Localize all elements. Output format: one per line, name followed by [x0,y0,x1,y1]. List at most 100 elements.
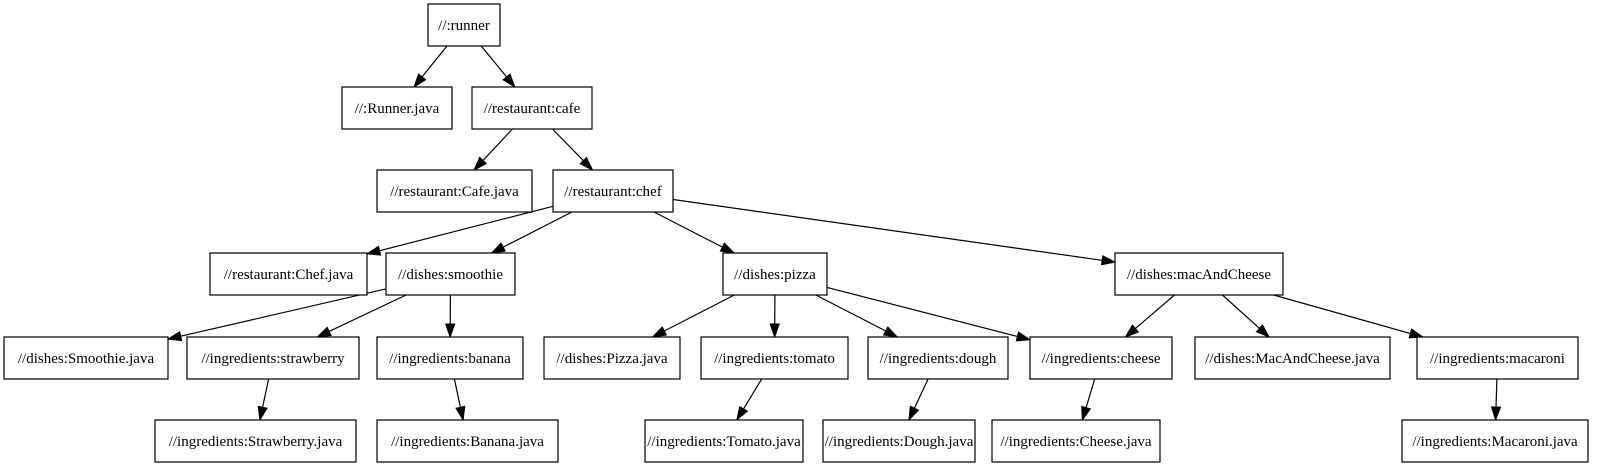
node-box [822,419,976,463]
edge-line [672,198,1103,261]
graph-edge-strawberry-to-strawberry-java [257,378,270,422]
graph-edge-runner-to-runner-java [413,45,448,89]
node-box [186,336,360,380]
graph-node-chef-java: //restaurant:Chef.java [209,252,368,296]
graph-edge-runner-to-cafe [480,45,516,89]
arrowhead-icon [908,405,920,422]
graph-node-runner-java: //:Runner.java [341,86,453,130]
graph-edge-banana-to-banana-java [453,378,466,422]
graph-node-macaroni: //ingredients:macaroni [1416,336,1579,380]
edge-line [1273,294,1411,335]
graph-node-cheese: //ingredients:cheese [1029,336,1173,380]
node-label: //dishes:macAndCheese [1127,267,1271,283]
node-label: //dishes:smoothie [398,267,503,283]
edge-line [482,128,513,161]
arrowhead-icon [365,245,382,256]
graph-node-tomato: //ingredients:tomato [700,336,849,380]
edge-line [826,286,1018,338]
node-label: //ingredients:tomato [714,351,835,367]
graph-node-strawberry: //ingredients:strawberry [186,336,360,380]
edge-line [815,294,886,332]
graph-edge-pizza-to-cheese [826,286,1032,342]
arrowhead-icon [736,405,749,422]
arrowhead-icon [1255,324,1271,339]
node-label: //ingredients:Dough.java [825,434,974,450]
node-box [1114,252,1284,296]
graph-edge-pizza-to-tomato [769,294,780,339]
node-box [644,419,804,463]
node-label: //ingredients:macaroni [1430,351,1565,367]
node-box [867,336,1009,380]
graph-edge-chef-to-pizza [653,211,736,254]
arrowhead-icon [651,326,668,338]
graph-edge-pizza-to-pizza-java [651,294,735,338]
graph-edge-cafe-to-chef [552,128,594,172]
node-box [1029,336,1173,380]
edge-line [453,378,461,408]
graph-node-pizza: //dishes:pizza [722,252,828,296]
graph-node-tomato-java: //ingredients:Tomato.java [644,419,804,463]
arrowhead-icon [769,323,780,339]
node-label: //dishes:pizza [734,267,816,283]
graph-node-dough: //ingredients:dough [867,336,1009,380]
arrowhead-icon [455,405,466,422]
graph-edge-smoothie-to-strawberry [316,294,407,338]
arrowhead-icon [316,326,332,338]
node-label: //ingredients:Macaroni.java [1412,434,1578,450]
node-box [209,252,368,296]
graph-edge-chef-to-smoothie [490,211,573,254]
edge-line [913,378,929,409]
node-label: //ingredients:Cheese.java [1000,434,1152,450]
graph-node-cafe: //restaurant:cafe [471,86,593,130]
graph-edge-mac-and-cheese-to-mac-and-cheese-java [1221,294,1271,339]
edge-line [1085,378,1096,408]
arrowhead-icon [257,405,268,422]
graph-node-runner: //:runner [427,3,501,47]
graph-edge-smoothie-to-banana [445,294,456,339]
graph-node-banana: //ingredients:banana [376,336,524,380]
graph-node-pizza-java: //dishes:Pizza.java [543,336,681,380]
node-label: //ingredients:Banana.java [391,434,544,450]
graph-edge-macaroni-to-macaroni-java [1490,378,1502,422]
arrowhead-icon [1015,331,1032,342]
edge-line [742,378,763,410]
graph-node-cheese-java: //ingredients:Cheese.java [991,419,1161,463]
edge-line [328,294,407,332]
node-label: //restaurant:Cafe.java [390,184,519,200]
arrowhead-icon [719,242,736,254]
node-box [991,419,1161,463]
graph-edge-chef-to-mac-and-cheese [672,198,1117,266]
graph-edge-mac-and-cheese-to-macaroni [1273,294,1425,339]
node-label: //:runner [438,18,490,34]
graph-edge-smoothie-to-smoothie-java [166,288,387,342]
edge-line [1221,294,1260,329]
node-label: //ingredients:Strawberry.java [169,434,343,450]
graph-edge-tomato-to-tomato-java [736,378,763,422]
arrowhead-icon [1490,406,1502,422]
graph-edge-mac-and-cheese-to-cheese [1124,294,1175,338]
node-label: //:Runner.java [355,101,440,117]
node-box [1416,336,1579,380]
edge-line [664,294,735,332]
graph-edge-chef-to-chef-java [365,205,554,256]
arrowhead-icon [445,323,456,339]
node-box [471,86,593,130]
edge-line [262,378,270,408]
node-box [552,169,674,213]
graph-node-chef: //restaurant:chef [552,169,674,213]
node-box [427,3,501,47]
node-box [154,419,357,463]
arrowhead-icon [502,73,516,89]
node-label: //dishes:Smoothie.java [18,351,155,367]
graph-edge-dough-to-dough-java [908,378,929,422]
graph-node-macaroni-java: //ingredients:Macaroni.java [1401,419,1589,463]
node-box [376,419,559,463]
edge-line [480,45,508,78]
arrowhead-icon [882,326,899,338]
arrowhead-icon [166,331,183,342]
graph-node-cafe-java: //restaurant:Cafe.java [376,169,533,213]
edge-line [653,211,723,248]
node-label: //ingredients:strawberry [201,351,345,367]
